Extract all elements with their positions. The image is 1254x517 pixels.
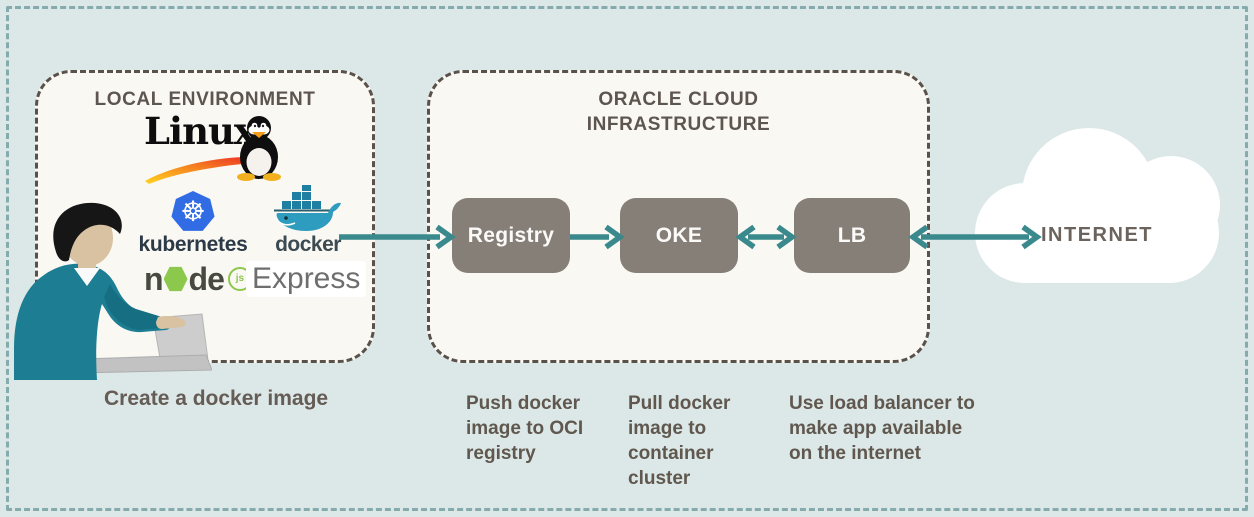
kubernetes-label: kubernetes — [138, 233, 248, 256]
tux-penguin-icon — [237, 116, 281, 181]
cloud-body — [975, 183, 1219, 283]
oke-caption: Pull docker image to container cluster — [628, 393, 731, 489]
docker-label: docker — [275, 233, 341, 256]
local-caption: Create a docker image — [104, 387, 329, 410]
oci-title-line1: ORACLE CLOUD — [598, 89, 759, 110]
lb-caption: Use load balancer to make app available … — [789, 393, 975, 464]
registry-label: Registry — [467, 223, 555, 247]
local-environment-title: LOCAL ENVIRONMENT — [94, 89, 316, 110]
oke-label: OKE — [655, 223, 703, 247]
oke-node: OKE — [620, 198, 738, 273]
linux-logo: Linux™ — [144, 109, 265, 153]
nodejs-text-n: n — [144, 261, 164, 297]
registry-caption: Push docker image to OCI registry — [466, 393, 584, 464]
express-logo: Express — [246, 261, 367, 297]
nodejs-logo: n de js — [144, 259, 252, 299]
registry-node: Registry — [452, 198, 570, 273]
linux-wordmark: Linux — [144, 109, 256, 153]
lb-node: LB — [794, 198, 910, 273]
lb-label: LB — [837, 223, 867, 247]
kubernetes-wheel-glyph: ☸ — [180, 196, 206, 227]
linux-swoosh-icon — [145, 157, 269, 184]
oci-title-line2: INFRASTRUCTURE — [586, 114, 771, 135]
docker-whale-icon — [274, 185, 341, 231]
internet-label: INTERNET — [1041, 224, 1153, 246]
person-illustration — [14, 202, 212, 380]
nodejs-text-de: de — [188, 261, 225, 297]
